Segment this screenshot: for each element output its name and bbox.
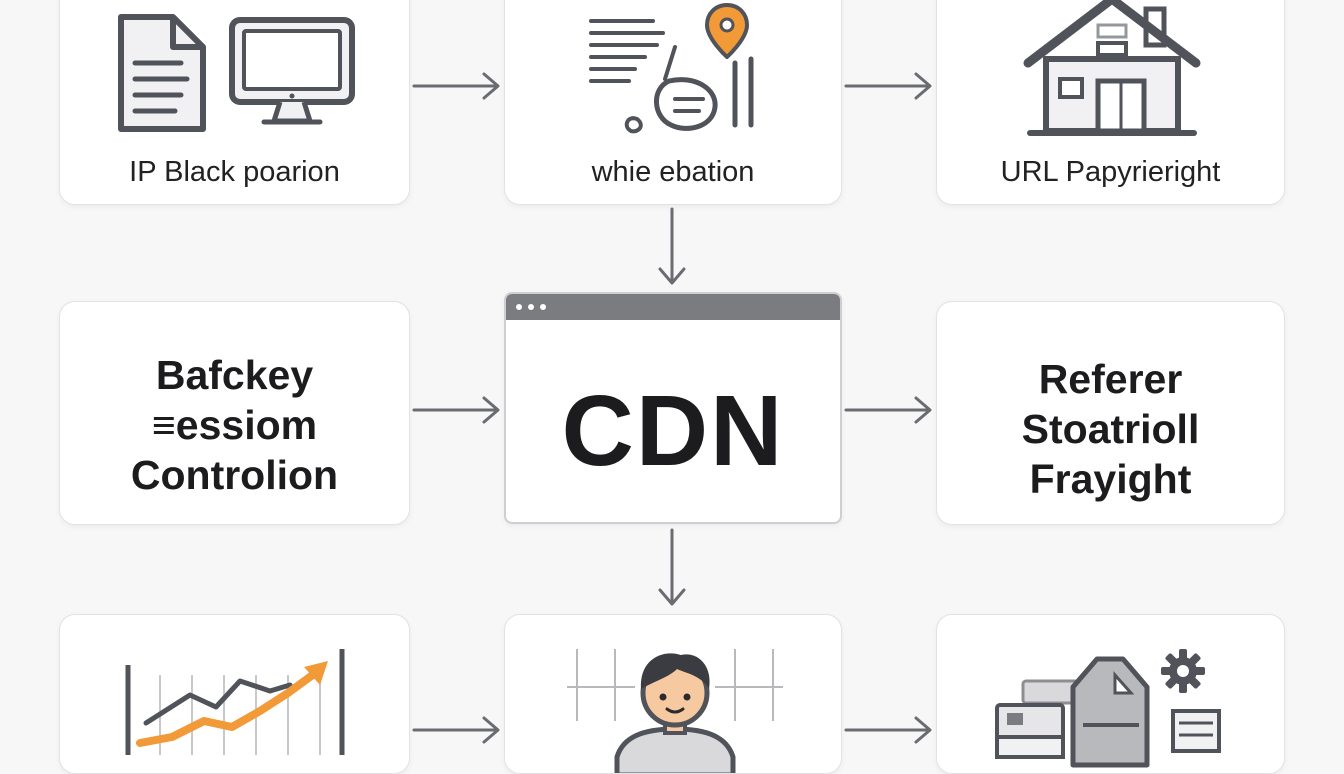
backkey-line-1: Bafckey — [155, 352, 314, 398]
arrow-down-from-cdn — [658, 528, 686, 606]
line-chart-icon — [125, 649, 345, 755]
document-icon — [118, 14, 206, 132]
ip-blacklist-label: IP Black poarion — [129, 156, 340, 188]
window-dot — [540, 304, 546, 310]
arrow-right-top-left — [412, 72, 500, 100]
referer-label: Referer Stoatrioll Frayight — [937, 354, 1284, 504]
shield-card — [936, 614, 1285, 774]
url-card: URL Papyrieright — [936, 0, 1285, 205]
referer-card: Referer Stoatrioll Frayight — [936, 301, 1285, 525]
arrow-right-mid-left — [412, 396, 500, 424]
backkey-label: Bafckey ≡essiom Controlion — [60, 350, 409, 500]
window-dot — [528, 304, 534, 310]
house-icon — [1023, 0, 1201, 136]
arrow-right-bottom-right — [844, 716, 932, 744]
backkey-line-2: ≡essiom — [151, 402, 318, 448]
ip-blacklist-card: IP Black poarion — [59, 0, 410, 205]
whitelist-card: whie ebation — [504, 0, 842, 205]
backkey-line-3: Controlion — [130, 452, 339, 498]
referer-line-1: Referer — [1038, 356, 1183, 402]
referer-line-2: Stoatrioll — [1021, 406, 1200, 452]
cdn-title: CDN — [561, 375, 785, 487]
whitelist-label: whie ebation — [591, 156, 755, 188]
url-label: URL Papyrieright — [1000, 156, 1221, 188]
window-dot — [516, 304, 522, 310]
cdn-window: CDN — [504, 292, 842, 524]
monitor-icon — [229, 17, 355, 125]
arrow-right-bottom-left — [412, 716, 500, 744]
backkey-card: Bafckey ≡essiom Controlion — [59, 301, 410, 525]
referer-line-3: Frayight — [1029, 456, 1192, 502]
person-icon — [567, 649, 783, 773]
window-titlebar — [506, 294, 840, 320]
location-pin-icon — [589, 3, 754, 134]
arrow-right-mid-right — [844, 396, 932, 424]
arrow-down-to-cdn — [658, 207, 686, 285]
gear-icon — [1161, 649, 1205, 693]
chart-card — [59, 614, 410, 774]
user-card — [504, 614, 842, 774]
arrow-right-top-right — [844, 72, 932, 100]
